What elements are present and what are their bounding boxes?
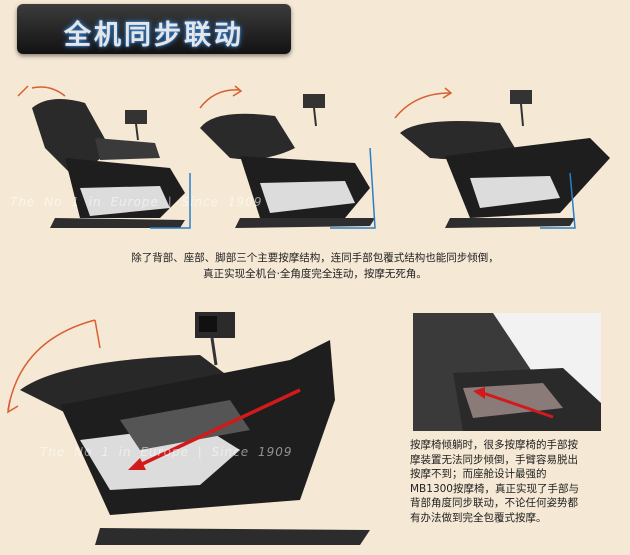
side-text-line-1: 按摩椅倾躺时，很多按摩椅的手部按: [410, 439, 578, 451]
side-text-line-5: 背部角度同步联动，不论任何姿势都: [410, 497, 578, 509]
side-text-line-6: 有办法做到完全包覆式按摩。: [410, 511, 547, 524]
chair-image-reclined: [185, 78, 385, 248]
watermark-bottom: The No 1 in Europe | Since 1909: [40, 445, 370, 459]
page-title: 全机同步联动: [64, 20, 244, 51]
armrest-detail-photo: [413, 313, 601, 431]
chair-image-large: [0, 300, 410, 555]
chair-image-fully-reclined: [390, 78, 630, 248]
side-description: 按摩椅倾躺时，很多按摩椅的手部按 摩装置无法同步倾倒，手臂容易脱出 按摩不到；而…: [410, 438, 630, 525]
watermark-text: The No 1 in Europe | Since 1909: [10, 195, 263, 209]
watermark-text-large: The No 1 in Europe | Since 1909: [40, 445, 293, 459]
watermark-top: The No 1 in Europe | Since 1909: [10, 195, 620, 209]
caption-line-2: 真正实现全机台·全角度完全连动，按摩无死角。: [203, 268, 427, 280]
side-text-line-2: 摩装置无法同步倾倒，手臂容易脱出: [410, 453, 578, 466]
title-banner: 全机同步联动: [17, 4, 291, 54]
side-text-line-3: 按摩不到；而座舱设计最强的: [410, 468, 547, 480]
side-text-line-4: MB1300按摩椅，真正实现了手部与: [410, 482, 579, 495]
chair-image-upright: [10, 78, 200, 248]
caption-line-1: 除了背部、座部、脚部三个主要按摩结构，连同手部包覆式结构也能同步倾倒，: [131, 252, 499, 264]
